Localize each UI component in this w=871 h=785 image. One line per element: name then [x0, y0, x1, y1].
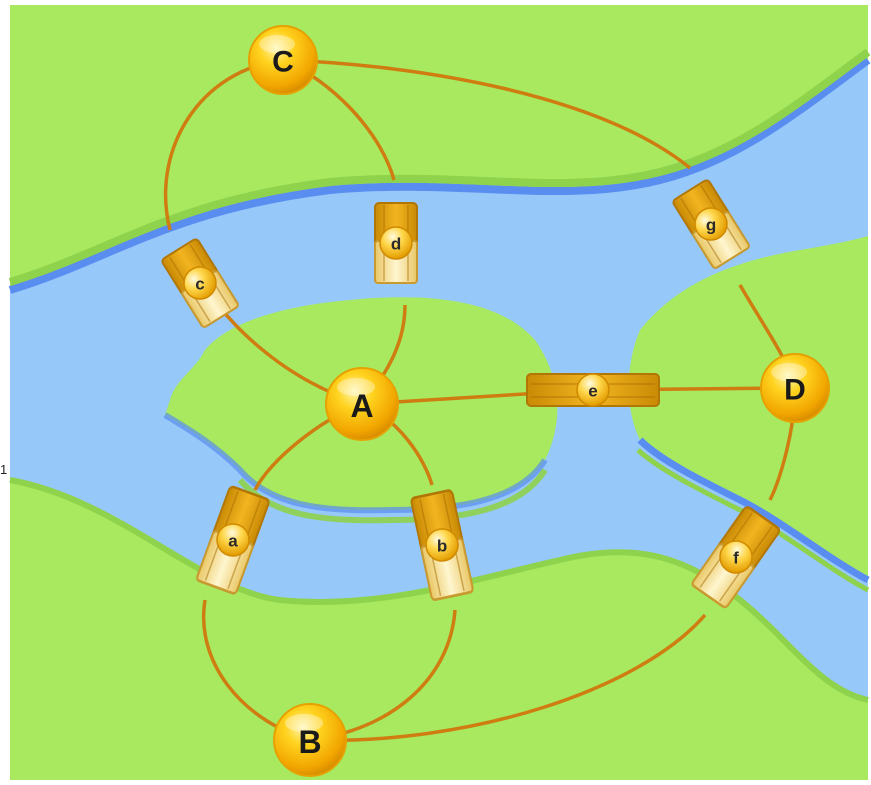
bridge-c-label: c [195, 275, 204, 294]
bridge-f-label: f [733, 549, 739, 568]
path-c-to-g-bridge [282, 58, 692, 170]
bridge-a-pin [216, 523, 250, 557]
island-a-shadow [163, 412, 548, 514]
node-c[interactable]: C [248, 25, 318, 95]
node-c-label: C [272, 46, 294, 79]
bridge-d-label: d [391, 235, 401, 254]
bridge-e-label: e [588, 382, 597, 401]
bridge-c[interactable]: c [159, 236, 241, 330]
river-edge-north [8, 56, 871, 294]
bridge-g[interactable]: g [670, 177, 752, 271]
bridge-a-label: a [228, 532, 238, 551]
bridge-g-pin [694, 207, 728, 241]
bridge-b-label: b [437, 537, 447, 556]
node-b[interactable]: B [273, 703, 347, 777]
node-d[interactable]: D [760, 353, 830, 423]
land-d-bank [636, 448, 870, 593]
stray-text: 1 [0, 462, 8, 477]
bridge-e-pin [576, 373, 610, 407]
node-d-label: D [784, 374, 806, 407]
bridge-d[interactable]: d [374, 202, 418, 284]
bridge-g-label: g [706, 216, 716, 235]
bridge-a[interactable]: a [194, 484, 272, 596]
path-f-bridge-to-b [309, 613, 707, 743]
node-b-label: B [298, 724, 321, 760]
bridge-d-pin [379, 226, 413, 260]
node-a-label: A [350, 388, 373, 424]
island-a-bank [237, 468, 548, 524]
bridge-b[interactable]: b [409, 488, 475, 602]
node-a[interactable]: A [325, 367, 399, 441]
bridge-f[interactable]: f [690, 504, 782, 610]
river-bank-north [8, 48, 871, 286]
land-d [628, 236, 868, 580]
bridge-e[interactable]: e [526, 373, 660, 407]
bridge-c-pin [183, 266, 217, 300]
bridge-f-pin [719, 540, 753, 574]
land-d-shore [637, 437, 870, 584]
river-edge-south [9, 477, 869, 703]
bridge-b-pin [425, 528, 459, 562]
